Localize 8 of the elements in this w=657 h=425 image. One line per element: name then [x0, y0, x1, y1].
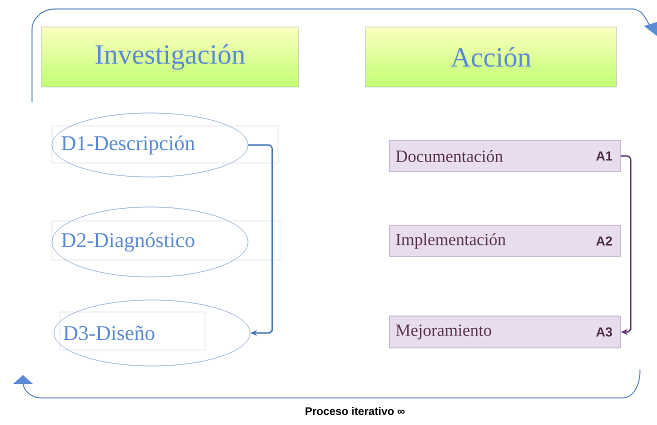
heading-box: Acción [365, 26, 617, 88]
step-box: Implementación A2 [389, 225, 621, 257]
arrow [620, 155, 632, 336]
caption: Proceso iterativo ∞ [306, 406, 405, 416]
heading-box: Investigación [41, 26, 299, 88]
step-box: Mejoramiento A3 [389, 316, 621, 348]
step-box: Documentación A1 [389, 140, 621, 172]
arrow [248, 144, 273, 336]
